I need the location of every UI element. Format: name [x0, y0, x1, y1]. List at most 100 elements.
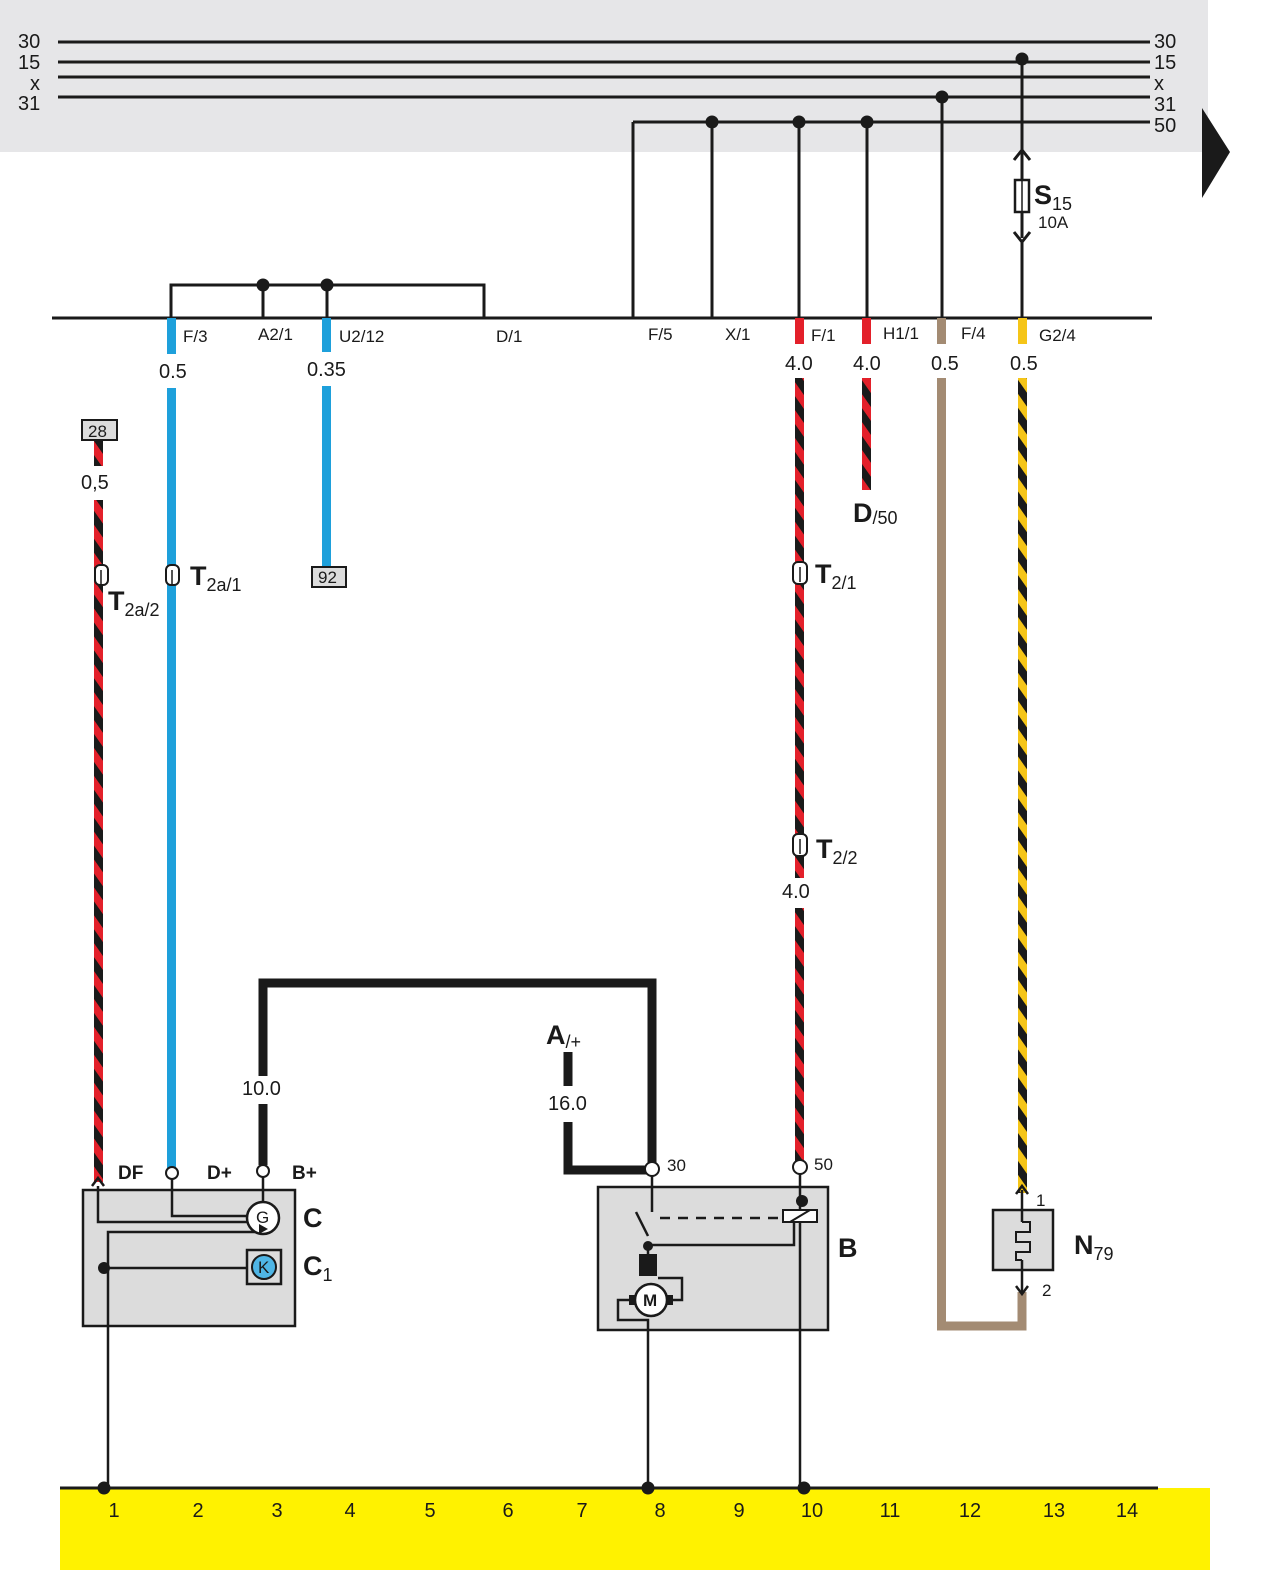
- wire-redblack-h11: [862, 378, 871, 490]
- svg-text:3: 3: [271, 1500, 282, 1522]
- starter-motor-label: M: [643, 1291, 657, 1310]
- terminal-label-bplus: B+: [292, 1163, 317, 1184]
- wire-blue-f3: [167, 388, 176, 1168]
- wire-size-f4: 0.5: [931, 353, 959, 375]
- dplus-terminal: [165, 1166, 179, 1180]
- wire-black-bplus: [258, 978, 657, 1168]
- n79-pin1-arrow-icon: [1015, 1183, 1029, 1195]
- svg-text:14: 14: [1116, 1500, 1138, 1522]
- n79-resistor-icon: [1015, 1221, 1031, 1261]
- connector-label-t2a2: T2a/2: [108, 586, 160, 620]
- wire-yellowblack-g24: [1018, 378, 1027, 1193]
- ref-label-92: 92: [318, 568, 337, 587]
- ref-box-92: [311, 566, 347, 588]
- wire-size-f3: 0.5: [159, 361, 187, 383]
- svg-text:10: 10: [801, 1500, 823, 1522]
- svg-text:11: 11: [880, 1500, 901, 1522]
- wire-blue-u212-top: [322, 318, 331, 352]
- plug-t22: [792, 833, 808, 857]
- pin-label-h11: H1/1: [883, 324, 919, 343]
- rail-label-31-right: 31: [1154, 94, 1176, 116]
- alternator-internal-lines: [96, 1177, 265, 1488]
- wire-red-h11-top: [862, 318, 871, 344]
- wire-black-aplus: [563, 1122, 648, 1175]
- motor-brush-left: [629, 1295, 635, 1305]
- ground-band: [60, 1488, 1210, 1570]
- ground-dot-10: [797, 1481, 811, 1495]
- bridge-dot-a21: [256, 278, 270, 292]
- rail-50-drops: [631, 58, 1024, 318]
- wire-brown-f4: [937, 378, 1027, 1331]
- terminal-label-df: DF: [118, 1163, 143, 1184]
- rail-label-x-right: x: [1154, 73, 1164, 95]
- n79-label: N79: [1074, 1230, 1114, 1264]
- fuse-rating: 10A: [1038, 213, 1069, 232]
- wire-blue-u212: [322, 386, 331, 566]
- pin-label-d1: D/1: [496, 327, 522, 346]
- generator-symbol: [245, 1200, 281, 1236]
- rail-label-15-left: 15: [18, 52, 40, 74]
- plug-t21: [792, 561, 808, 585]
- wire-size-g24: 0.5: [1010, 353, 1038, 375]
- regulator-label: C1: [303, 1251, 333, 1285]
- wire-size-aplus: 16.0: [548, 1093, 587, 1115]
- wire-yellow-g24-top: [1018, 318, 1027, 344]
- generator-diode-icon: [259, 1224, 268, 1234]
- destination-label-d50: D/50: [853, 498, 898, 528]
- n79-pin2-label: 2: [1042, 1281, 1051, 1300]
- starter-terminal-30-label: 30: [667, 1156, 686, 1175]
- pin-label-u212: U2/12: [339, 327, 384, 346]
- starter-brush: [639, 1254, 657, 1276]
- plug-t2a2: [94, 564, 109, 586]
- wire-blue-f3-top: [167, 318, 176, 354]
- starter-terminal-30: [644, 1161, 660, 1177]
- continuation-arrow-icon: [1202, 108, 1230, 198]
- svg-text:1: 1: [108, 1500, 119, 1522]
- svg-text:9: 9: [733, 1500, 744, 1522]
- starter-switch-contact: [643, 1241, 653, 1251]
- pin-label-f5: F/5: [648, 325, 673, 344]
- pin-label-g24: G2/4: [1039, 326, 1076, 345]
- wire-size-t22: 4.0: [782, 881, 810, 903]
- svg-text:12: 12: [959, 1500, 981, 1522]
- rail-label-31-left: 31: [18, 93, 40, 115]
- motor-brush-right: [667, 1295, 673, 1305]
- alternator-ground-dot: [98, 1262, 110, 1274]
- rail-label-15-right: 15: [1154, 52, 1176, 74]
- n79-pin2-arrow-icon: [1015, 1285, 1029, 1297]
- generator-symbol-label: G: [256, 1208, 269, 1227]
- df-arrow-icon: [91, 1175, 105, 1187]
- starter-terminal-50: [792, 1159, 808, 1175]
- wire-redblack-f1: [795, 378, 804, 878]
- pin-label-x1: X/1: [725, 325, 751, 344]
- rail-junction-dots: [705, 52, 1029, 129]
- fuse-label: S15: [1034, 180, 1072, 214]
- component-starter: [596, 1185, 830, 1332]
- starter-label: B: [838, 1233, 858, 1263]
- wire-redblack-28-stub: [94, 440, 103, 466]
- svg-text:5: 5: [424, 1500, 435, 1522]
- connector-label-t21: T2/1: [815, 559, 857, 593]
- rail-label-30-right: 30: [1154, 31, 1176, 53]
- starter-coil-dot: [796, 1195, 808, 1207]
- connector-label-t22: T2/2: [816, 834, 858, 868]
- bridge-dot-u212: [320, 278, 334, 292]
- pin-label-f3: F/3: [183, 327, 208, 346]
- wire-red-f1-top: [795, 318, 804, 344]
- svg-text:4: 4: [344, 1500, 355, 1522]
- ground-dot-8: [641, 1481, 655, 1495]
- bplus-terminal: [256, 1164, 270, 1178]
- ground-grid-numbers: 1 2 3 4 5 6 7 8 9 10 11 12 13 14: [108, 1500, 1138, 1522]
- wire-redblack-50: [795, 908, 804, 1162]
- plug-t2a1: [165, 564, 180, 586]
- ground-dot-1: [97, 1481, 111, 1495]
- svg-text:8: 8: [654, 1500, 665, 1522]
- regulator-symbol-circle: [251, 1254, 277, 1280]
- svg-text:7: 7: [576, 1500, 587, 1522]
- pin-label-f4: F/4: [961, 324, 986, 343]
- wire-size-ref28: 0,5: [81, 472, 109, 494]
- rail-label-30-left: 30: [18, 31, 40, 53]
- starter-solenoid-diagonal: [789, 1209, 811, 1223]
- ref-label-28: 28: [88, 422, 107, 441]
